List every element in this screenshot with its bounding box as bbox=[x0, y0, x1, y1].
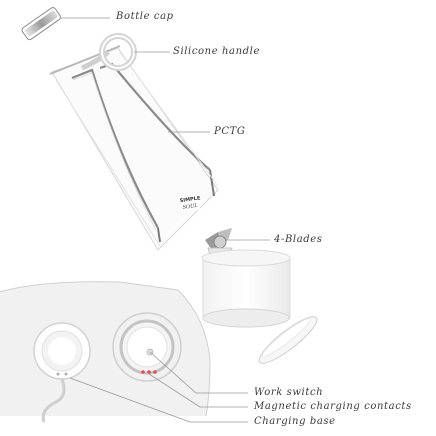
label-bottle-cap: Bottle cap bbox=[116, 11, 174, 22]
svg-text:SOUL: SOUL bbox=[182, 203, 198, 211]
silicone-handle bbox=[80, 33, 137, 71]
label-charging-base: Charging base bbox=[254, 416, 336, 427]
brand-sticker: SIMPLE SOUL bbox=[178, 194, 201, 211]
label-pctg: PCTG bbox=[214, 126, 246, 137]
label-magnetic-charging-contacts: Magnetic charging contacts bbox=[254, 401, 412, 412]
bottom-lid bbox=[258, 316, 318, 364]
svg-text:SIMPLE: SIMPLE bbox=[179, 195, 201, 204]
leader-charging-base bbox=[69, 377, 191, 423]
bottle-cap bbox=[21, 7, 61, 41]
magnetic-contact-dot bbox=[147, 370, 151, 374]
label-4-blades: 4-Blades bbox=[274, 234, 323, 245]
motor-bottom-view bbox=[112, 312, 182, 382]
label-silicone-handle: Silicone handle bbox=[173, 46, 260, 57]
leader-lines bbox=[60, 17, 270, 423]
magnetic-contact-dot bbox=[141, 370, 145, 374]
magnetic-contact-dot bbox=[153, 370, 157, 374]
label-work-switch: Work switch bbox=[254, 387, 324, 398]
pctg-cup: SIMPLE SOUL bbox=[49, 45, 219, 251]
charging-base bbox=[33, 322, 91, 423]
motor-base bbox=[201, 249, 291, 328]
leader-work-switch bbox=[149, 351, 197, 394]
leader-magnetic-contacts bbox=[148, 373, 201, 408]
